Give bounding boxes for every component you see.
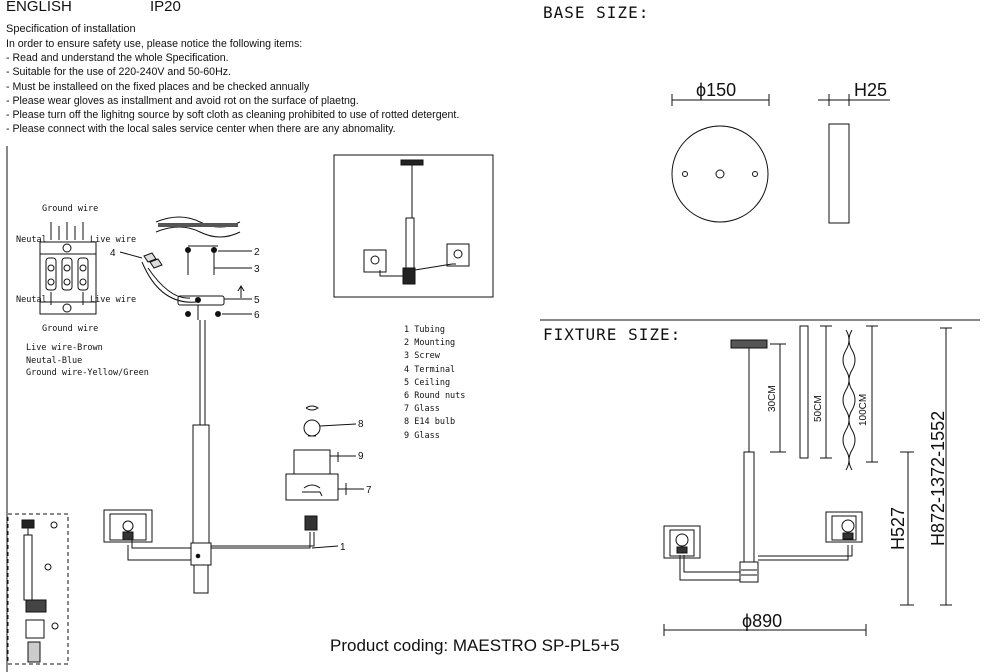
legend-item: 5 Ceiling	[404, 377, 451, 388]
base-plate	[671, 125, 769, 223]
legend-item: 2 Mounting	[404, 338, 456, 349]
base-size-title: BASE SIZE:	[543, 3, 650, 22]
legend-item: 1 Tubing	[404, 325, 445, 335]
callout-5: 5	[254, 295, 260, 306]
spec-item: In order to ensure safety use, please no…	[6, 38, 303, 50]
spec-item: - Please connect with the local sales se…	[6, 123, 396, 136]
live-top-label: Live wire	[90, 235, 136, 245]
callout-8: 8	[358, 419, 364, 430]
terminal-block	[39, 241, 97, 315]
base-drawing: ϕ150 H25	[671, 80, 890, 224]
spec-item: - Suitable for the use of 220-240V and 5…	[6, 66, 231, 79]
spec-item: - Read and understand the whole Specific…	[6, 52, 229, 65]
base-height: H25	[854, 80, 887, 100]
language-label: ENGLISH	[6, 0, 72, 15]
product-coding: Product coding: MAESTRO SP-PL5+5	[330, 636, 620, 655]
base-side	[828, 123, 850, 224]
wire-legend-item: Neutal-Blue	[26, 355, 83, 366]
wire-legend-item: Ground wire-Yellow/Green	[26, 368, 149, 378]
fixture-diameter: ϕ890	[742, 611, 782, 631]
ground-icon	[62, 243, 72, 253]
legend-item: 6 Round nuts	[404, 391, 466, 402]
spec-title: Specification of installation	[6, 23, 136, 35]
callout-1: 1	[340, 542, 346, 553]
legend-item: 7 Glass	[404, 404, 440, 415]
legend-item: 8 E14 bulb	[404, 417, 456, 428]
wire-legend-item: Live wire-Brown	[26, 343, 103, 353]
neutral-top-label: Neutal	[16, 235, 47, 245]
callout-7: 7	[366, 485, 372, 496]
ground-wire-bottom-label: Ground wire	[42, 324, 98, 334]
rod-length-50: 50CM	[813, 395, 824, 422]
parts-legend: 1 Tubing 2 Mounting 3 Screw 4 Terminal 5…	[404, 324, 465, 443]
callout-9: 9	[358, 451, 364, 462]
legend-item: 3 Screw	[404, 351, 440, 362]
fixture-preview	[333, 154, 494, 298]
wire-color-legend: Live wire-Brown Neutal-Blue Ground wire-…	[26, 342, 149, 380]
fixture-total-height: H872-1372-1552	[928, 411, 948, 546]
spec-item: - Please turn off the lighitng source by…	[6, 109, 460, 122]
chain-length-100: 100CM	[858, 394, 869, 426]
base-diameter: ϕ150	[696, 80, 736, 100]
callout-2: 2	[254, 247, 260, 258]
legend-item: 9 Glass	[404, 430, 440, 441]
callout-4: 4	[110, 248, 116, 259]
legend-item: 4 Terminal	[404, 364, 456, 375]
ip-rating: IP20	[150, 0, 181, 15]
rod-detail	[7, 513, 69, 665]
callout-3: 3	[254, 264, 260, 275]
ground-wire-top-label: Ground wire	[42, 204, 98, 214]
exploded-assembly: 2 3 4 5 6 8 9 7 1	[103, 216, 372, 594]
live-bottom-label: Live wire	[90, 295, 136, 305]
spec-item: - Must be installeed on the fixed places…	[6, 80, 310, 93]
spec-list: In order to ensure safety use, please no…	[6, 37, 459, 136]
fixture-body-height: H527	[888, 507, 908, 550]
rod-length-30: 30CM	[767, 385, 778, 412]
spec-item: - Please wear gloves as installment and …	[6, 94, 359, 107]
fixture-drawing: 30CM 50CM 100CM H527 H872-1372-1552 ϕ890	[663, 325, 952, 636]
fixture-size-title: FIXTURE SIZE:	[543, 325, 682, 344]
wiring-diagram: Ground wire Neutal Live wire Neutal Live…	[16, 204, 136, 334]
ground-icon	[62, 303, 72, 313]
neutral-bottom-label: Neutal	[16, 295, 47, 305]
callout-6: 6	[254, 310, 260, 321]
